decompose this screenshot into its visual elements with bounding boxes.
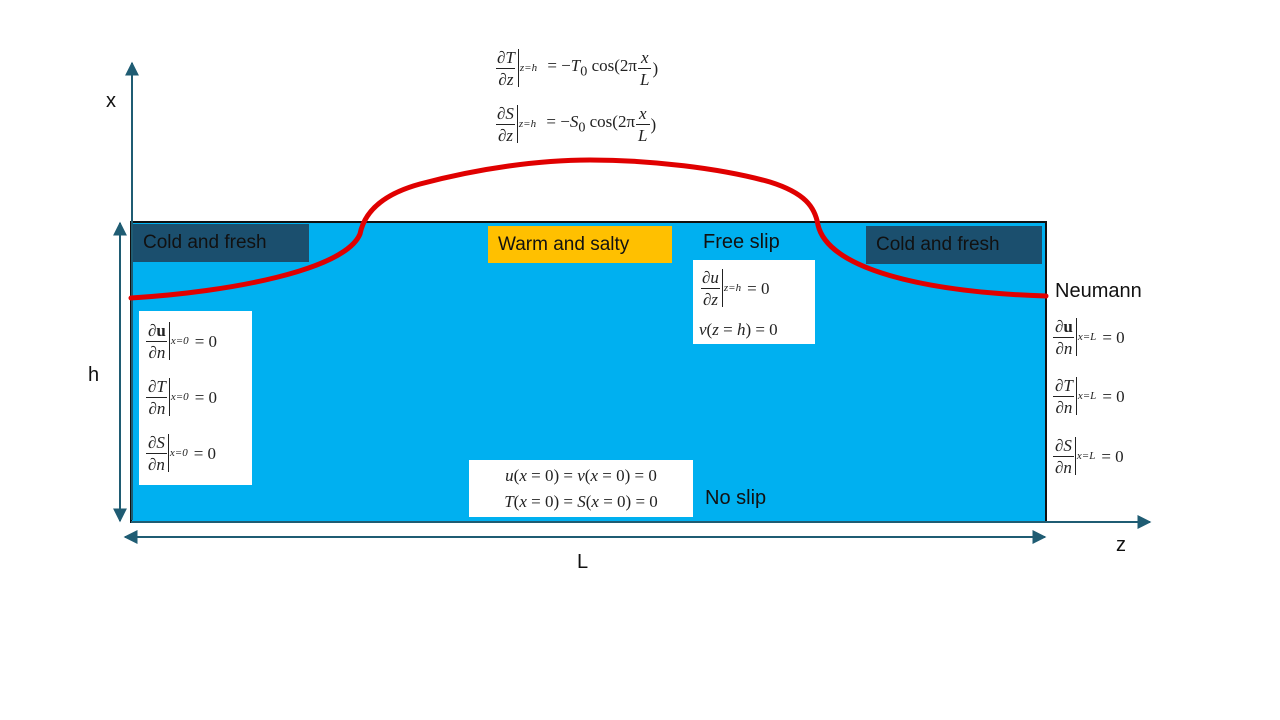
x-axis-label: x [106, 90, 116, 112]
no-slip-TS-equation: T(x = 0) = S(x = 0) = 0 [504, 491, 658, 511]
no-slip-uv-equation: u(x = 0) = v(x = 0) = 0 [505, 465, 657, 485]
warm-salty-text: Warm and salty [498, 233, 630, 255]
cold-fresh-right-label: Cold and fresh [866, 226, 1042, 264]
L-label: L [577, 551, 589, 573]
cold-fresh-right-text: Cold and fresh [876, 234, 1000, 255]
free-slip-v-equation: v(z = h) = 0 [699, 319, 778, 339]
warm-salty-label: Warm and salty [488, 226, 672, 263]
neumann-label: Neumann [1055, 280, 1142, 302]
cold-fresh-left-text: Cold and fresh [143, 232, 267, 253]
z-axis-label: z [1116, 534, 1126, 556]
no-slip-label: No slip [705, 487, 767, 509]
h-label: h [88, 364, 100, 386]
no-slip-equations: u(x = 0) = v(x = 0) = 0 T(x = 0) = S(x =… [469, 460, 693, 517]
interface-curve [128, 157, 1049, 301]
free-slip-label: Free slip [703, 231, 780, 253]
cold-fresh-left-label: Cold and fresh [133, 224, 309, 262]
